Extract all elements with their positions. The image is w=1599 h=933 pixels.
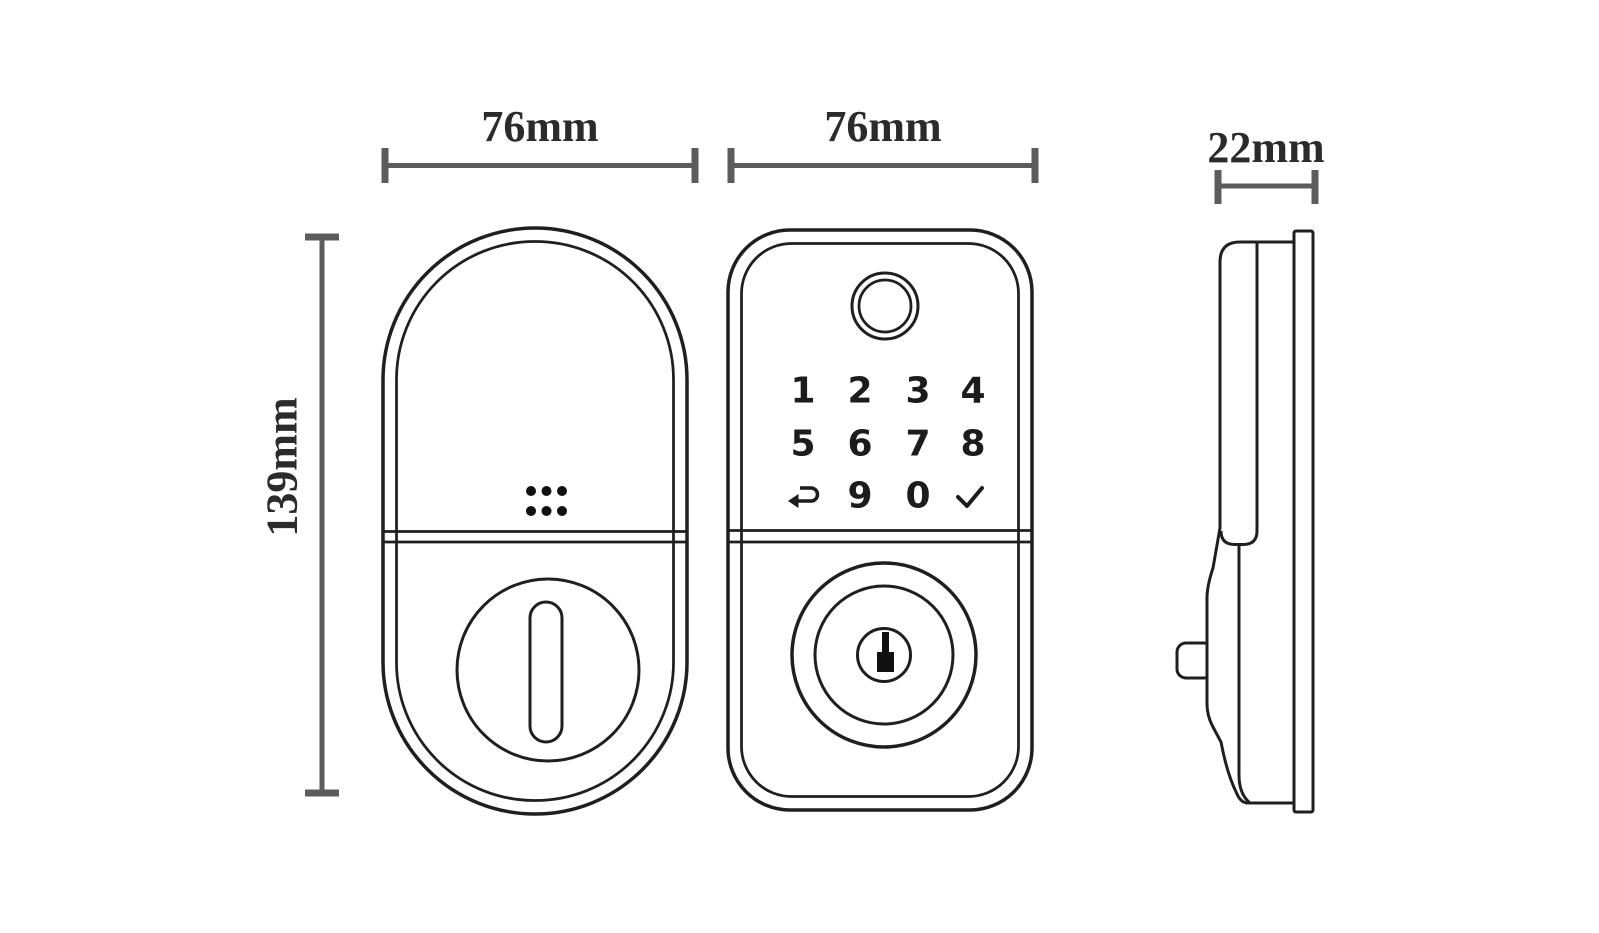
back-arrow-head	[788, 494, 799, 508]
front-width-label: 76mm	[824, 102, 941, 151]
key-5: 5	[790, 424, 815, 465]
back-view	[381, 226, 689, 816]
side-body-profile	[1205, 240, 1296, 805]
dimension-annotations: 76mm 76mm 22mm 139mm	[257, 102, 1325, 797]
thumbturn-slot	[528, 600, 564, 744]
speaker-dot	[526, 486, 536, 496]
depth-label: 22mm	[1207, 123, 1324, 172]
fingerprint-sensor-outer-ring	[850, 271, 920, 341]
fingerprint-sensor-inner-ring	[857, 278, 913, 334]
speaker-dot	[557, 486, 567, 496]
keypad: 1 2 3 4 5 6 7 8 9 0	[788, 371, 986, 517]
mounting-plate	[1292, 229, 1315, 814]
front-view-inner-shell	[740, 242, 1020, 798]
side-front-bezel-line	[1219, 242, 1259, 546]
key-9: 9	[847, 476, 872, 517]
key-2: 2	[847, 371, 872, 412]
height-label: 139mm	[257, 397, 306, 536]
speaker-dot	[526, 506, 536, 516]
back-width-label: 76mm	[481, 102, 598, 151]
key-1: 1	[790, 371, 815, 412]
speaker-dot	[541, 506, 552, 516]
back-view-inner-shell	[395, 240, 675, 802]
back-arrow-icon	[788, 486, 820, 508]
side-view	[1175, 229, 1315, 814]
keyhole-middle-ring	[813, 584, 955, 726]
key-0: 0	[905, 476, 930, 517]
back-width-dimension: 76mm	[381, 102, 699, 183]
key-6: 6	[847, 424, 872, 465]
checkmark-icon	[956, 486, 984, 508]
front-view: 1 2 3 4 5 6 7 8 9 0	[726, 228, 1034, 812]
keyhole-plug	[856, 627, 912, 683]
key-3: 3	[905, 371, 930, 412]
speaker-dots-icon	[526, 486, 567, 516]
key-7: 7	[905, 424, 930, 465]
back-arrow-stroke	[797, 486, 820, 503]
key-4: 4	[960, 371, 985, 412]
front-view-outer-shell	[726, 228, 1034, 812]
depth-dimension: 22mm	[1207, 123, 1325, 204]
keyway-slot	[877, 632, 894, 672]
side-lower-face-line	[1237, 546, 1252, 805]
height-dimension: 139mm	[257, 233, 339, 797]
keyhole-outer-ring	[790, 561, 978, 749]
speaker-dot	[557, 506, 567, 516]
key-cylinder	[790, 561, 978, 749]
front-width-dimension: 76mm	[727, 102, 1039, 183]
key-8: 8	[960, 424, 985, 465]
speaker-dot	[541, 486, 552, 496]
